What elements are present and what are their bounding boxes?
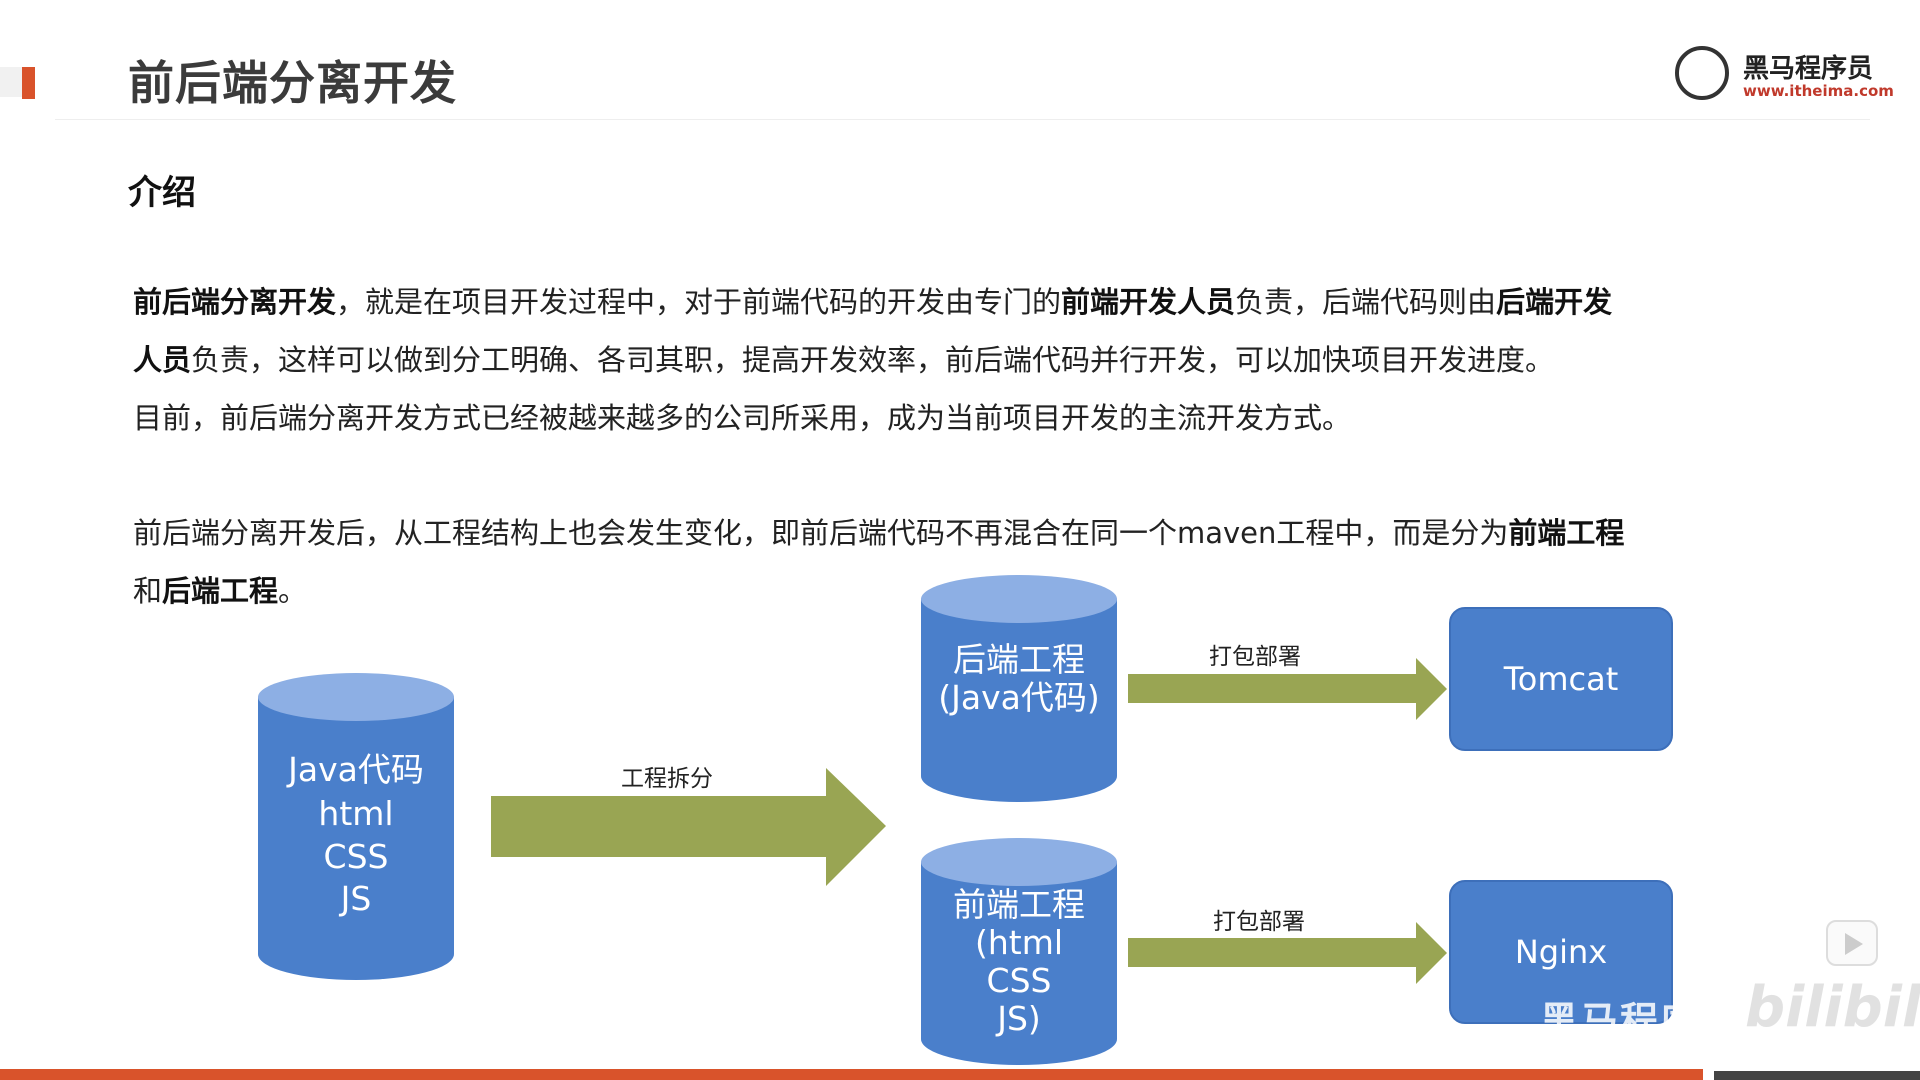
emphasized-text: 后端开发 — [1496, 285, 1613, 319]
deploy-arrow-bottom — [1128, 922, 1447, 984]
cylinder-label: 前端工程 — [953, 885, 1085, 924]
paragraph-line: 目前，前后端分离开发方式已经被越来越多的公司所采用，成为当前项目开发的主流开发方… — [133, 398, 1351, 438]
cylinder-label: html — [318, 794, 394, 833]
logo-main-text: 黑马程序员 — [1743, 54, 1874, 84]
footer-accent-bar — [0, 1069, 1703, 1080]
split-arrow — [491, 768, 886, 886]
deploy-arrow-bottom-label: 打包部署 — [1213, 909, 1305, 935]
body-text: 负责，后端代码则由 — [1235, 285, 1497, 319]
emphasized-text: 前后端分离开发 — [133, 285, 337, 319]
paragraph-line: 人员负责，这样可以做到分工明确、各司其职，提高开发效率，前后端代码并行开发，可以… — [133, 340, 1554, 380]
paragraph-line: 和后端工程。 — [133, 571, 307, 611]
logo-sub-text: www.itheima.com — [1743, 82, 1894, 100]
cylinder-label: CSS — [986, 961, 1052, 1000]
cylinder-label: (html — [974, 923, 1064, 962]
body-text: 负责，这样可以做到分工明确、各司其职，提高开发效率，前后端代码并行开发，可以加快… — [191, 343, 1555, 377]
tomcat-server-box: Tomcat — [1449, 607, 1673, 751]
section-title: 介绍 — [128, 173, 196, 213]
split-arrow-label: 工程拆分 — [621, 766, 713, 792]
header-accent-block — [0, 67, 22, 97]
body-text: 。 — [278, 574, 308, 608]
watermark-text: 黑马程序员 — [1540, 999, 1741, 1043]
body-text: 和 — [133, 574, 163, 608]
bilibili-watermark: bilibili — [1745, 975, 1920, 1040]
emphasized-text: 前端工程 — [1508, 516, 1625, 550]
paragraph-line: 前后端分离开发后，从工程结构上也会发生变化，即前后端代码不再混合在同一个mave… — [133, 513, 1624, 553]
page-title: 前后端分离开发 — [128, 56, 457, 110]
cylinder-label: JS — [340, 879, 372, 918]
cylinder-label: CSS — [323, 837, 389, 876]
emphasized-text: 后端工程 — [162, 574, 279, 608]
body-text: 前后端分离开发后，从工程结构上也会发生变化，即前后端代码不再混合在同一个mave… — [133, 516, 1509, 550]
cylinder-label: JS) — [997, 999, 1041, 1038]
paragraph-line: 前后端分离开发，就是在项目开发过程中，对于前端代码的开发由专门的前端开发人员负责… — [133, 282, 1612, 322]
play-icon[interactable] — [1826, 920, 1878, 966]
cylinder-label: 后端工程 — [953, 640, 1085, 679]
emphasized-text: 人员 — [133, 343, 192, 377]
cylinder-label: Java代码 — [288, 750, 424, 789]
source-code-cylinder: Java代码 html CSS JS — [258, 673, 454, 980]
horse-logo-icon — [1675, 46, 1729, 100]
footer-progress-bar — [1714, 1071, 1920, 1080]
cylinder-label: (Java代码) — [938, 678, 1100, 717]
deploy-arrow-top — [1128, 658, 1447, 720]
header-divider — [55, 119, 1870, 120]
header-accent-bar — [22, 67, 35, 99]
body-text: 目前，前后端分离开发方式已经被越来越多的公司所采用，成为当前项目开发的主流开发方… — [133, 401, 1352, 435]
emphasized-text: 前端开发人员 — [1061, 285, 1236, 319]
backend-project-cylinder: 后端工程 (Java代码) — [921, 575, 1117, 802]
deploy-arrow-top-label: 打包部署 — [1209, 644, 1301, 670]
nginx-server-box: Nginx — [1449, 880, 1673, 1024]
brand-logo: 黑马程序员 www.itheima.com — [1675, 44, 1894, 104]
frontend-project-cylinder: 前端工程 (html CSS JS) — [921, 838, 1117, 1065]
body-text: ，就是在项目开发过程中，对于前端代码的开发由专门的 — [336, 285, 1062, 319]
